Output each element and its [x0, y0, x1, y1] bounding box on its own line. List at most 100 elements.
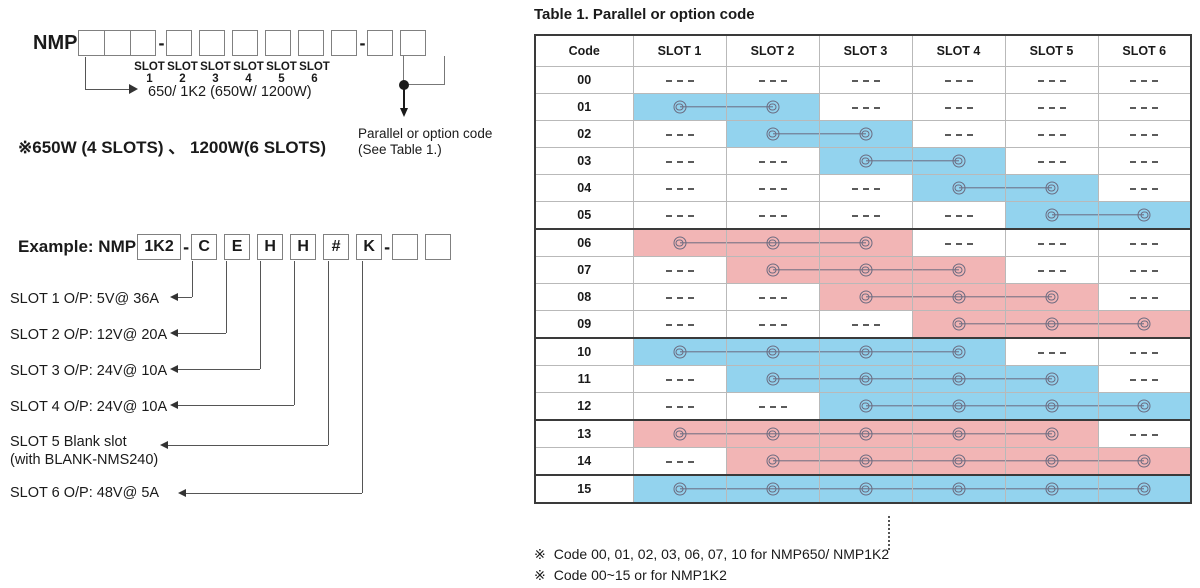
slot-cell: [1004, 337, 1099, 366]
slot-cell: [1097, 310, 1191, 339]
slot-cell: [725, 365, 820, 393]
connector-ring-icon: [859, 399, 872, 413]
example-slot5-box[interactable]: #: [323, 234, 350, 260]
slot3-code-box[interactable]: [232, 30, 259, 56]
slot-cell: [1004, 474, 1099, 503]
connector-ring-icon: [1045, 454, 1058, 468]
power-code-box[interactable]: [78, 30, 105, 56]
example-slot1-box[interactable]: C: [191, 234, 218, 260]
connector-ring-icon: [952, 290, 965, 304]
example-slot2-box[interactable]: E: [224, 234, 251, 260]
code-cell: 00: [535, 66, 634, 94]
slot-label: SLOT 6: [299, 61, 330, 85]
code-cell: 05: [535, 201, 634, 230]
slot-cell: [632, 337, 727, 366]
slot5-code-box[interactable]: [298, 30, 325, 56]
empty-dash-icon: [665, 460, 694, 463]
slot-cell: [725, 337, 820, 366]
power-code-box[interactable]: [130, 30, 157, 56]
slot-cell: [818, 310, 913, 339]
slot4-code-box[interactable]: [265, 30, 292, 56]
connector-wire: [1005, 460, 1052, 462]
example-option-box[interactable]: [425, 234, 452, 260]
empty-dash-icon: [1130, 106, 1159, 109]
example-slot4-box[interactable]: H: [290, 234, 317, 260]
connector-wire: [726, 433, 773, 435]
slot6-code-box[interactable]: [331, 30, 358, 56]
example-option-box[interactable]: [392, 234, 419, 260]
connector-ring-icon: [1045, 181, 1058, 195]
column-header-slot2: SLOT 2: [725, 34, 820, 67]
slot-cell: [632, 228, 727, 257]
slot-cell: [1097, 337, 1191, 366]
slot-cell: [725, 201, 820, 230]
connector-ring-icon: [859, 345, 872, 359]
bracket-horizontal: [403, 84, 445, 86]
example-slot5-description: SLOT 5 Blank slot: [10, 434, 127, 450]
slot-cell: [1004, 283, 1099, 311]
model-encoding-panel: NMP - - SLOT: [0, 0, 528, 588]
empty-dash-icon: [665, 214, 694, 217]
leader-horizontal: [85, 89, 133, 91]
slot-cell: [911, 419, 1006, 448]
table-row: 07: [535, 256, 1191, 284]
connector-wire: [865, 488, 912, 490]
slot2-code-box[interactable]: [199, 30, 226, 56]
empty-dash-icon: [1037, 79, 1066, 82]
connector-wire: [912, 296, 959, 298]
table-row: 02: [535, 120, 1191, 148]
table-pointer-dotted-line: [888, 516, 890, 550]
connector-wire: [772, 378, 819, 380]
column-header-slot3: SLOT 3: [818, 34, 913, 67]
empty-dash-icon: [1130, 242, 1159, 245]
connector-wire: [772, 433, 819, 435]
empty-dash-icon: [665, 323, 694, 326]
connector-wire: [865, 460, 912, 462]
table-row: 06: [535, 228, 1191, 257]
slot-cell: [911, 174, 1006, 202]
connector-ring-icon: [859, 127, 872, 141]
example-slot3-box[interactable]: H: [257, 234, 284, 260]
empty-dash-icon: [944, 214, 973, 217]
empty-dash-icon: [1037, 351, 1066, 354]
option-code-box[interactable]: [367, 30, 394, 56]
slot-cell: [818, 93, 913, 121]
connector-wire: [679, 242, 726, 244]
leader-horizontal: [178, 297, 192, 299]
connector-ring-icon: [1137, 399, 1151, 413]
connector-wire: [819, 460, 866, 462]
slot-cell: [911, 66, 1006, 94]
slot-cell: [632, 392, 727, 421]
connector-wire: [912, 160, 959, 162]
table-row: 13: [535, 419, 1191, 448]
example-slot6-box[interactable]: K: [356, 234, 383, 260]
slot-cell: [725, 474, 820, 503]
leader-arrowhead-icon: [170, 292, 178, 301]
column-header-slot1: SLOT 1: [632, 34, 727, 67]
leader-vertical: [328, 261, 330, 445]
example-power-box[interactable]: 1K2: [137, 234, 182, 260]
power-rating-note: 650/ 1K2 (650W/ 1200W): [148, 84, 312, 100]
column-header-slot4: SLOT 4: [911, 34, 1006, 67]
table-title: Table 1. Parallel or option code: [534, 6, 755, 23]
slot-cell: [818, 447, 913, 476]
connector-ring-icon: [859, 427, 872, 441]
empty-dash-icon: [665, 296, 694, 299]
connector-ring-icon: [952, 454, 965, 468]
slot-cell: [1097, 365, 1191, 393]
connector-ring-icon: [952, 482, 965, 496]
slot-label: SLOT 4: [233, 61, 264, 85]
connector-wire: [819, 269, 866, 271]
option-code-box[interactable]: [400, 30, 427, 56]
slot1-code-box[interactable]: [166, 30, 193, 56]
connector-wire: [1005, 488, 1052, 490]
slot-cell: [632, 120, 727, 148]
connector-ring-icon: [1045, 372, 1058, 386]
example-separator-dash: -: [183, 237, 190, 257]
power-code-box[interactable]: [104, 30, 131, 56]
leader-vertical: [294, 261, 296, 405]
connector-ring-icon: [952, 154, 965, 168]
slot-cell: [1097, 93, 1191, 121]
connector-ring-icon: [952, 263, 965, 277]
